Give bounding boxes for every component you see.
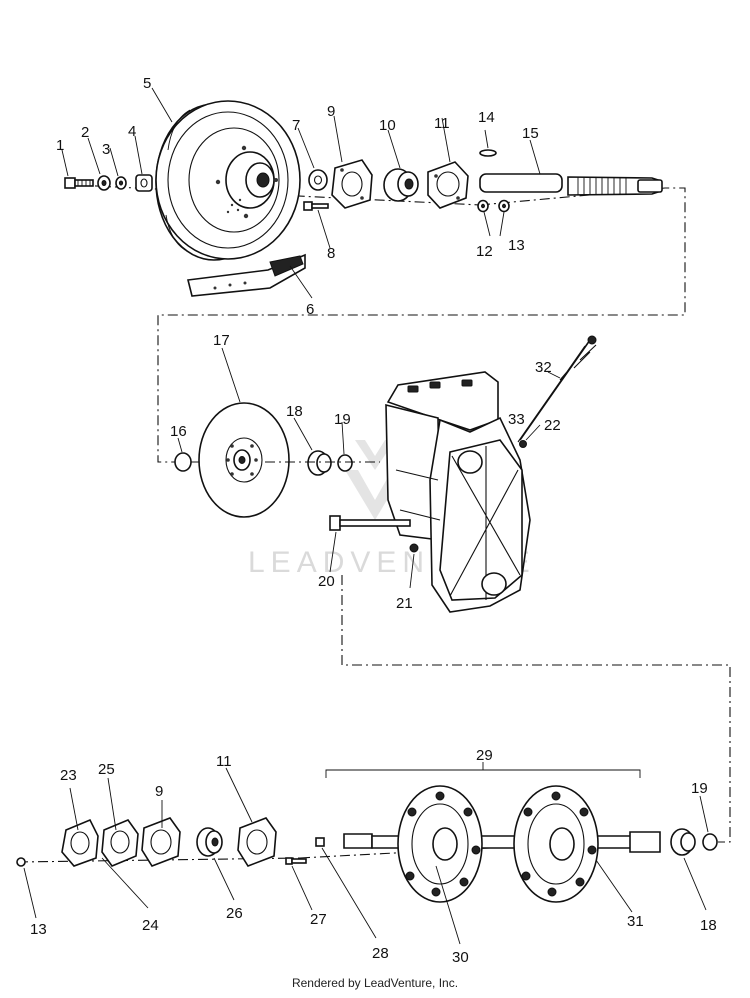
callout-3: 3 (102, 141, 110, 158)
callout-23: 23 (60, 767, 77, 784)
callout-13-bottom: 13 (30, 921, 47, 938)
bearing-part-18-middle (307, 450, 332, 476)
leader-lines (23, 87, 709, 945)
callout-25: 25 (98, 761, 115, 778)
callout-28: 28 (372, 945, 389, 962)
callout-26: 26 (226, 905, 243, 922)
callout-18-bottom: 18 (700, 917, 717, 934)
nut-part-21 (409, 543, 419, 553)
callout-6: 6 (306, 301, 314, 318)
nut-part-13-top (498, 199, 510, 213)
nut-part-13-bottom (16, 857, 26, 867)
callout-27: 27 (310, 911, 327, 928)
callout-33: 33 (508, 411, 525, 428)
callout-7: 7 (292, 117, 300, 134)
flange-part-23 (61, 818, 99, 867)
callout-17: 17 (213, 332, 230, 349)
ring-part-19-bottom (702, 833, 718, 851)
chaincase-housing (385, 371, 531, 613)
lockwasher-part-3 (115, 176, 127, 190)
bolt-part-27 (285, 857, 307, 865)
callout-24: 24 (142, 917, 159, 934)
callout-15: 15 (522, 125, 539, 142)
callout-11-bottom: 11 (216, 753, 232, 770)
callout-31: 31 (627, 913, 644, 930)
callout-1: 1 (56, 137, 64, 154)
nut-part-33 (519, 440, 527, 448)
callout-labels: 1 2 3 4 5 6 7 8 9 10 11 12 13 14 15 16 1… (30, 75, 717, 966)
callout-4: 4 (128, 123, 136, 140)
shaft-part-15 (479, 173, 663, 196)
cleat-part-6 (187, 253, 306, 297)
bolt-part-8 (303, 201, 329, 211)
callout-2: 2 (81, 124, 89, 141)
callout-14: 14 (478, 109, 495, 126)
ring-part-16 (174, 452, 192, 472)
bolt-part-20 (329, 515, 411, 531)
cable-part-32 (517, 335, 597, 443)
callout-9: 9 (327, 103, 335, 120)
callout-30: 30 (452, 949, 469, 966)
sprocket-part-30 (397, 785, 483, 903)
disc-part-17 (198, 402, 290, 518)
bearing-part-10 (383, 168, 419, 202)
assembly-bracket-29 (325, 762, 641, 778)
setscrew-part-28 (315, 837, 325, 847)
callout-21: 21 (396, 595, 413, 612)
pulley-part-5 (155, 100, 301, 261)
callout-8: 8 (327, 245, 335, 262)
washer-part-2 (97, 175, 111, 191)
bolt-part-1 (64, 177, 94, 189)
callout-19-bottom: 19 (691, 780, 708, 797)
bearing-part-26 (196, 827, 223, 857)
callout-20: 20 (318, 573, 335, 590)
callout-19: 19 (334, 411, 351, 428)
nut-part-12 (477, 199, 489, 213)
callout-18: 18 (286, 403, 303, 420)
callout-22: 22 (544, 417, 561, 434)
footer-credit: Rendered by LeadVenture, Inc. (291, 976, 459, 990)
spacer-part-4 (135, 174, 153, 192)
callout-16: 16 (170, 423, 187, 440)
bearing-part-18-bottom (670, 828, 696, 856)
ring-part-14 (479, 149, 497, 157)
lower-link-line (341, 575, 731, 843)
drive-axle-part-29 (343, 831, 661, 853)
callout-9-bottom: 9 (155, 783, 163, 800)
flange-part-11 (427, 161, 469, 209)
callout-13: 13 (508, 237, 525, 254)
flange-part-11-bottom (237, 817, 277, 867)
washer-part-7 (308, 169, 328, 191)
callout-32: 32 (535, 359, 552, 376)
sprocket-part-31 (513, 785, 599, 903)
callout-10: 10 (379, 117, 396, 134)
plate-part-25 (101, 819, 139, 867)
flange-part-9-bottom (141, 817, 181, 867)
callout-29: 29 (476, 747, 493, 764)
callout-11: 11 (434, 115, 450, 132)
flange-part-9 (331, 159, 373, 209)
ring-part-19-middle (337, 454, 353, 472)
callout-12: 12 (476, 243, 493, 260)
callout-5: 5 (143, 75, 151, 92)
